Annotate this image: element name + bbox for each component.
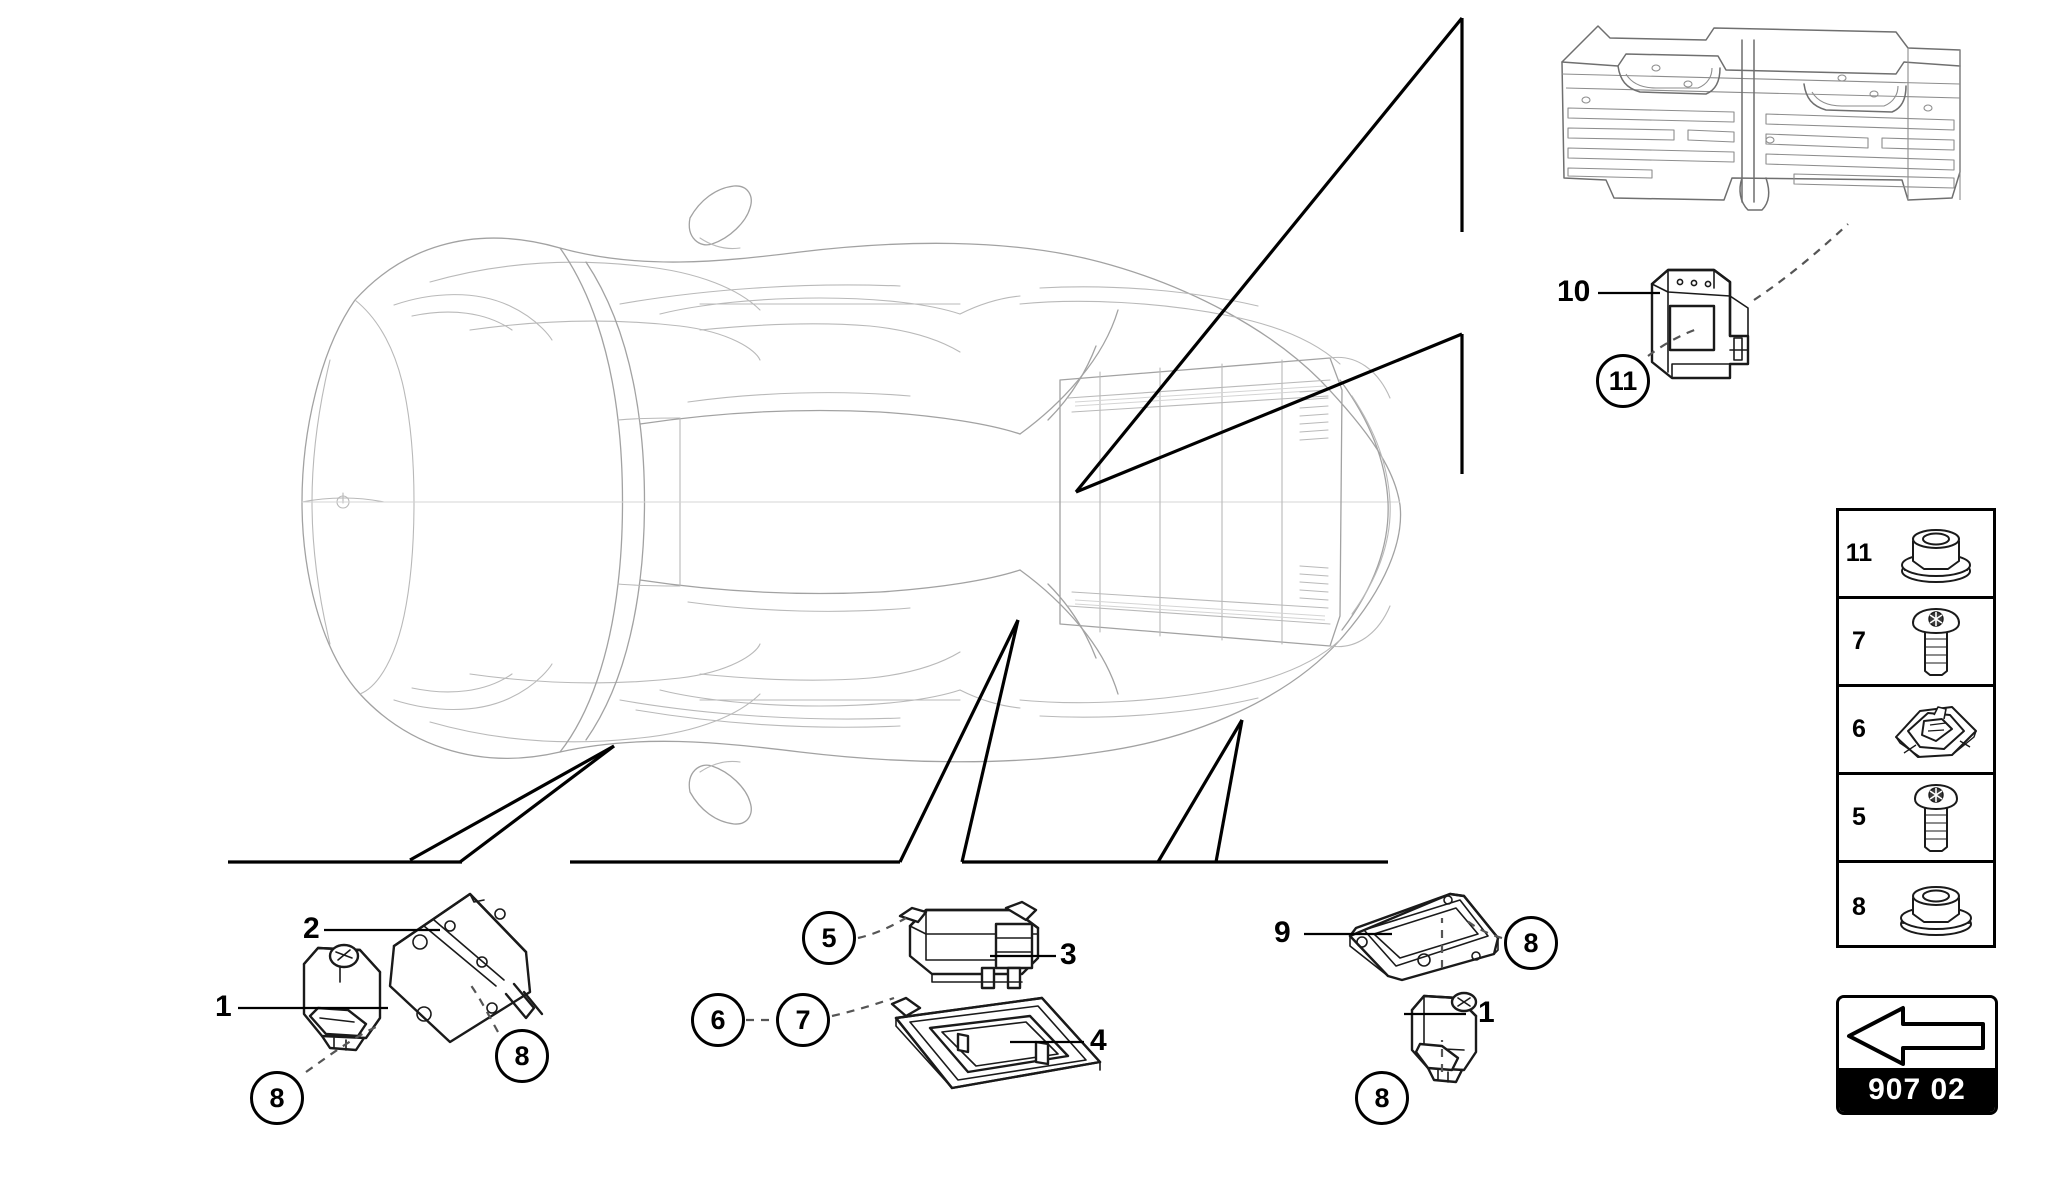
fastener-callout-8-rear-bracket: 8 <box>1504 916 1558 970</box>
part-10-control-unit <box>1650 268 1750 380</box>
legend-row-6: 6 <box>1839 687 1993 775</box>
part-number-9: 9 <box>1274 916 1291 949</box>
part-9-bracket <box>1348 892 1500 982</box>
part-3-control-module <box>898 900 1040 990</box>
part-1-sensor-left <box>302 943 382 1052</box>
spring-clip-icon <box>1879 687 1993 772</box>
rear-bulkhead-panel <box>1561 25 1961 211</box>
fastener-callout-8-bracket: 8 <box>495 1029 549 1083</box>
part-number-1-left: 1 <box>215 990 232 1023</box>
fastener-callout-7: 7 <box>776 993 830 1047</box>
fastener-callout-8-right-sensor: 8 <box>1355 1071 1409 1125</box>
part-number-3: 3 <box>1060 938 1077 971</box>
part-number-1-right: 1 <box>1478 996 1495 1029</box>
diagram-code-label: 907 02 <box>1839 1068 1995 1112</box>
part-2-bracket-plate <box>388 892 544 1044</box>
car-top-view <box>301 185 1402 825</box>
fastener-callout-5: 5 <box>802 911 856 965</box>
install-path-7 <box>831 996 895 1018</box>
install-path-8-b <box>469 983 499 1033</box>
install-path-5 <box>857 917 907 940</box>
legend-row-11: 11 <box>1839 511 1993 599</box>
install-path-8-a <box>305 1024 379 1073</box>
legend-row-5: 5 <box>1839 775 1993 863</box>
direction-arrow-area <box>1839 998 1995 1068</box>
legend-row-8: 8 <box>1839 863 1993 951</box>
fastener-callout-6: 6 <box>691 993 745 1047</box>
fastener-legend-table: 11 7 <box>1836 508 1996 948</box>
legend-number-8: 8 <box>1852 892 1866 921</box>
install-path-11 <box>1647 326 1701 357</box>
flange-nut-icon <box>1879 511 1993 596</box>
install-path-10 <box>1753 223 1849 301</box>
torx-bolt-icon <box>1879 599 1993 684</box>
fastener-callout-8-left-sensor: 8 <box>250 1071 304 1125</box>
fastener-callout-11: 11 <box>1596 354 1650 408</box>
legend-row-7: 7 <box>1839 599 1993 687</box>
torx-bolt-icon <box>1879 775 1993 860</box>
install-path-8-c <box>1465 919 1503 940</box>
part-number-4: 4 <box>1090 1024 1107 1057</box>
part-number-10: 10 <box>1557 275 1591 308</box>
legend-number-6: 6 <box>1852 715 1866 743</box>
diagram-code-box: 907 02 <box>1836 995 1998 1115</box>
leader-lines <box>228 16 1464 864</box>
left-arrow-icon <box>1847 1006 1985 1066</box>
legend-number-5: 5 <box>1852 803 1866 831</box>
legend-number-11: 11 <box>1845 539 1873 567</box>
part-1-sensor-right <box>1410 991 1478 1084</box>
part-number-2: 2 <box>303 912 320 945</box>
legend-number-7: 7 <box>1852 627 1866 655</box>
part-4-mounting-frame <box>890 996 1102 1090</box>
flange-nut-icon <box>1879 863 1993 951</box>
